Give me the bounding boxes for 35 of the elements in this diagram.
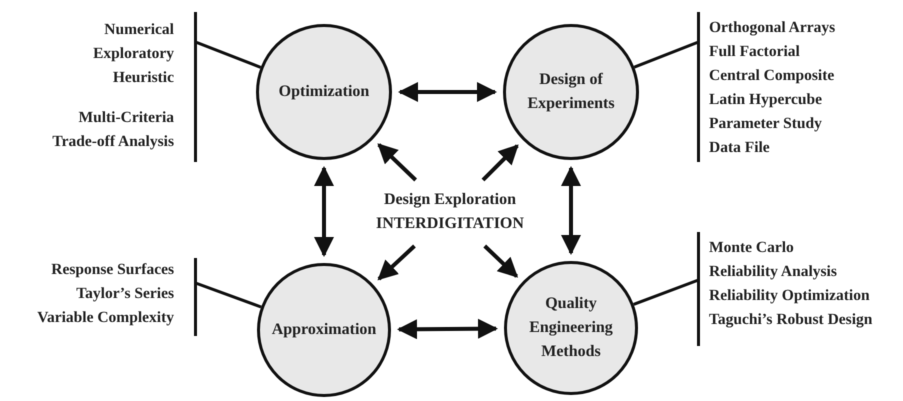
list-item: Heuristic [112, 68, 174, 88]
list-item: Variable Complexity [37, 308, 174, 328]
leader-line [194, 40, 262, 69]
leader-line [194, 282, 262, 308]
list-item: Reliability Optimization [709, 286, 870, 306]
arrow [378, 244, 416, 280]
list-item: Full Factorial [709, 42, 800, 62]
circle-label: Design of Experiments [526, 70, 616, 114]
list-item: Monte Carlo [709, 238, 794, 258]
list-item: Taguchi’s Robust Design [709, 310, 872, 330]
arrow [377, 143, 418, 182]
list-item: Parameter Study [709, 114, 822, 134]
list-item: Exploratory [93, 44, 174, 64]
arrow [561, 166, 581, 255]
arrow [482, 144, 519, 182]
list-item: Central Composite [709, 66, 834, 86]
list-item: Multi-Criteria [78, 108, 174, 128]
list-item: Numerical [104, 20, 174, 40]
arrow [314, 166, 334, 257]
arrow [397, 318, 498, 340]
arrow [398, 82, 497, 102]
list-item: Reliability Analysis [709, 262, 837, 282]
circle-label: Optimization [278, 82, 370, 102]
list-item: Latin Hypercube [709, 90, 822, 110]
circle-label: Approximation [270, 320, 378, 340]
list-item: Response Surfaces [51, 260, 174, 280]
list-item: Data File [709, 138, 770, 158]
list-item: Orthogonal Arrays [709, 18, 836, 38]
arrow [483, 244, 518, 278]
circle-label: Quality Engineering Methods [528, 294, 614, 362]
list-item: Taylor’s Series [76, 284, 174, 304]
center-label: Design Exploration INTERDIGITATION [365, 188, 535, 238]
list-item: Trade-off Analysis [52, 132, 174, 152]
leader-line [633, 278, 700, 306]
leader-line [634, 40, 700, 69]
